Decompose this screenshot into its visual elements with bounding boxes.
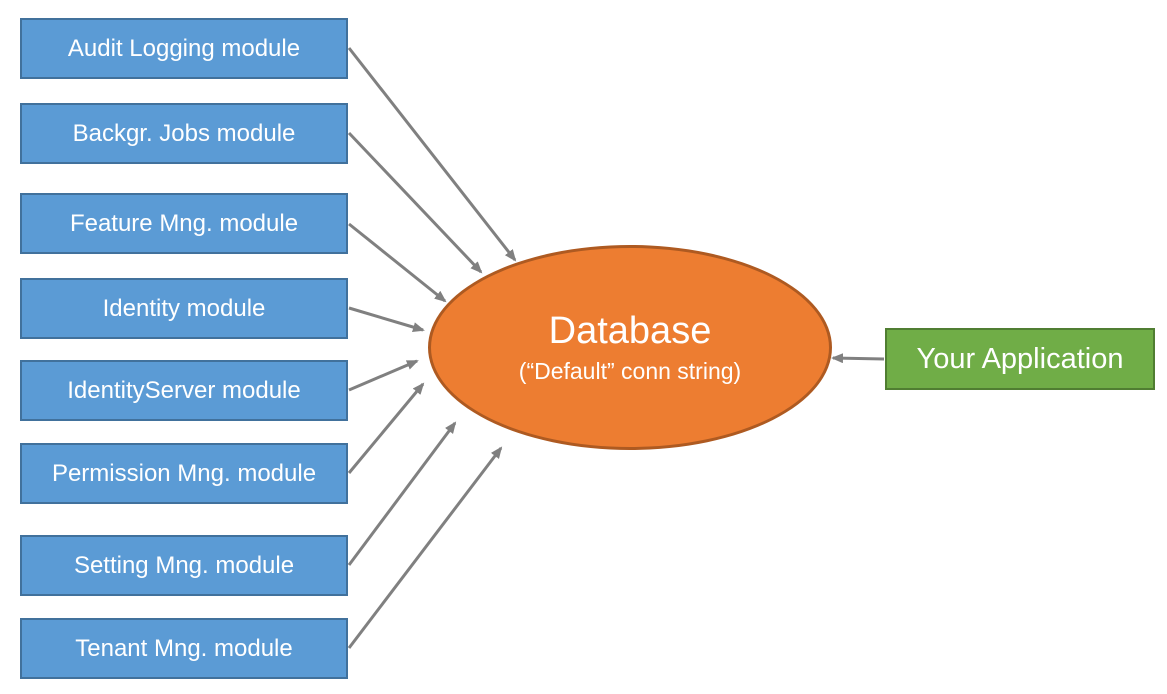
module-box-permission-management: Permission Mng. module xyxy=(20,443,348,504)
module-label: Identity module xyxy=(102,294,266,322)
arrow-from-audit-logging-to-database xyxy=(347,47,517,262)
module-label: IdentityServer module xyxy=(67,376,301,404)
module-label: Audit Logging module xyxy=(67,34,301,62)
application-label: Your Application xyxy=(916,342,1124,375)
module-box-identity-server: IdentityServer module xyxy=(20,360,348,421)
application-box: Your Application xyxy=(885,328,1155,390)
module-box-background-jobs: Backgr. Jobs module xyxy=(20,103,348,164)
arrow-from-identity-to-database xyxy=(348,306,425,332)
arrow-from-tenant-management-to-database xyxy=(347,446,503,649)
module-label: Permission Mng. module xyxy=(51,459,317,487)
module-box-setting-management: Setting Mng. module xyxy=(20,535,348,596)
module-box-identity: Identity module xyxy=(20,278,348,339)
arrow-from-permission-management-to-database xyxy=(347,382,425,474)
database-subtitle: (“Default” conn string) xyxy=(518,358,742,385)
database-ellipse: Database (“Default” conn string) xyxy=(428,245,832,450)
module-box-tenant-management: Tenant Mng. module xyxy=(20,618,348,679)
module-label: Feature Mng. module xyxy=(69,209,299,237)
module-label: Setting Mng. module xyxy=(73,551,295,579)
arrow-from-application-to-database xyxy=(831,353,885,364)
module-label: Backgr. Jobs module xyxy=(72,119,296,147)
arrow-from-feature-management-to-database xyxy=(348,222,447,303)
arrow-from-background-jobs-to-database xyxy=(347,131,483,274)
arrow-from-identity-server-to-database xyxy=(348,359,419,392)
module-box-feature-management: Feature Mng. module xyxy=(20,193,348,254)
database-title: Database xyxy=(548,309,712,352)
module-box-audit-logging: Audit Logging module xyxy=(20,18,348,79)
arrow-from-setting-management-to-database xyxy=(347,421,457,566)
module-label: Tenant Mng. module xyxy=(75,634,293,662)
